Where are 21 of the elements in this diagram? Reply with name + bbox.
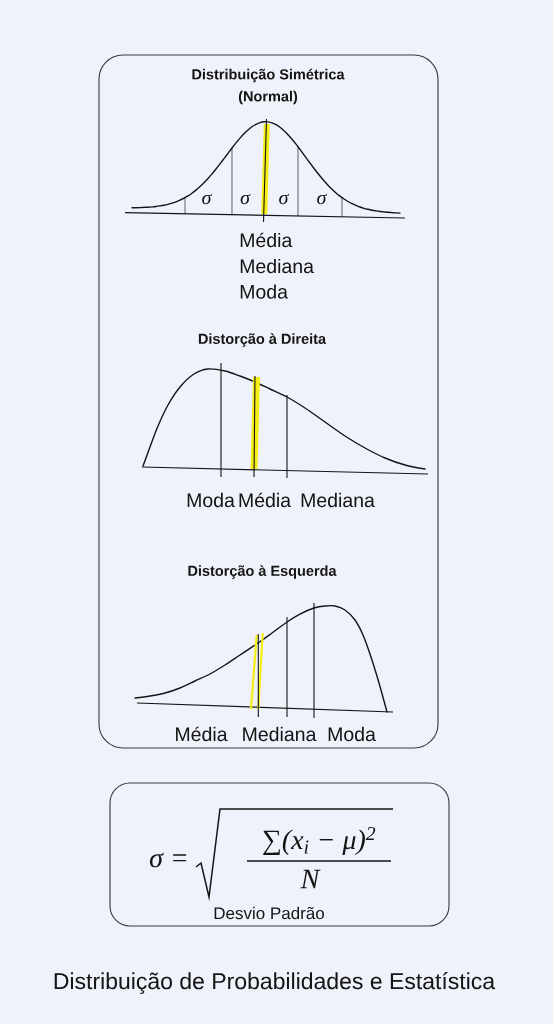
measure-label: Moda: [187, 492, 235, 508]
caption: Distribuição de Probabilidades e Estatística: [54, 972, 496, 994]
measure-label: Moda: [240, 284, 288, 299]
section-heading: Distorção à Esquerda: [188, 565, 337, 579]
sigma-symbol: σ: [317, 193, 328, 205]
measure-label: Média: [239, 492, 292, 508]
formula-text: N: [300, 869, 321, 889]
measure-label: Moda: [328, 726, 376, 742]
section-heading: Distorção à Direita: [198, 333, 327, 347]
formula-text: ∑(x$_{i}$ − μ)$^{2}$: [263, 827, 376, 855]
sigma-symbol: σ: [240, 193, 251, 205]
measure-label: Média: [240, 232, 293, 248]
measure-label: Média: [176, 726, 228, 742]
measure-label: Mediana: [301, 492, 375, 508]
section-heading: Distribuição Simétrica (Normal): [192, 68, 345, 105]
sigma-symbol: σ: [279, 193, 290, 205]
formula-label: Desvio Padrão: [214, 906, 324, 920]
measure-label: Mediana: [243, 726, 317, 742]
formula-text: σ =: [150, 852, 187, 868]
sigma-symbol: σ: [202, 193, 213, 205]
measure-label: Mediana: [240, 258, 314, 274]
